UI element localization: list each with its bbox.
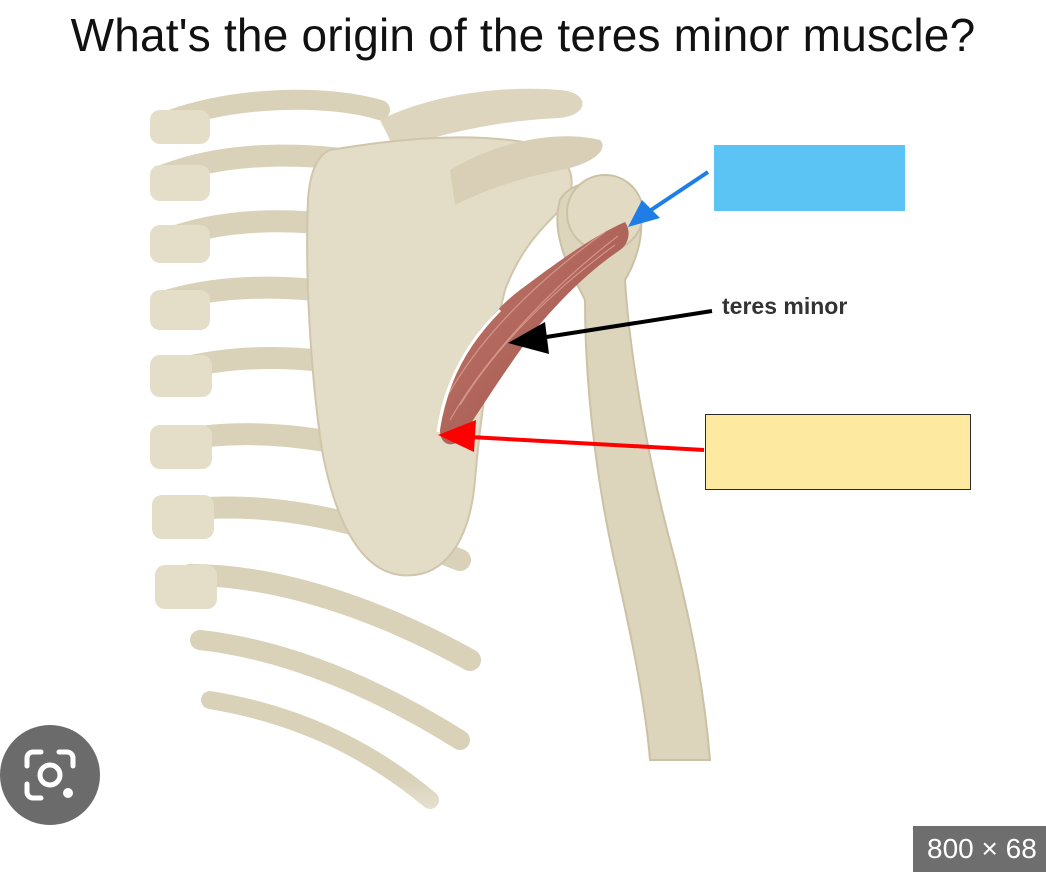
teres-minor-muscle	[440, 222, 629, 445]
teres-minor-label: teres minor	[722, 293, 848, 319]
insertion-answer-box[interactable]	[714, 145, 905, 211]
google-lens-button[interactable]	[0, 725, 100, 825]
google-lens-icon	[24, 749, 76, 801]
teres-minor-label-arrow	[508, 309, 713, 354]
clavicle	[380, 88, 583, 150]
origin-arrow	[438, 420, 705, 452]
question-title: What's the origin of the teres minor mus…	[70, 9, 976, 61]
origin-answer-box[interactable]	[705, 414, 971, 490]
insertion-arrow	[628, 170, 710, 227]
scapula	[306, 136, 573, 577]
image-dimensions-badge: 800 × 68	[913, 826, 1046, 872]
